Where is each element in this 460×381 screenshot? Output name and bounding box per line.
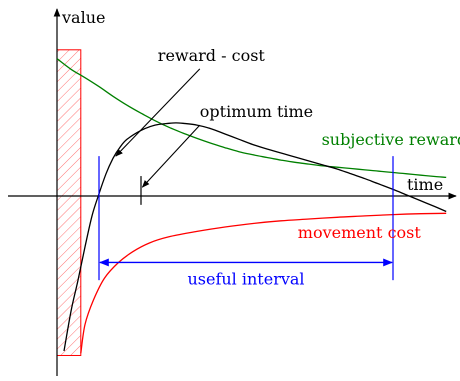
pointer-optimum-time xyxy=(141,124,201,188)
label-reward-cost: reward - cost xyxy=(158,46,266,65)
axes-group xyxy=(8,8,457,376)
useful-interval-group: useful interval xyxy=(98,156,394,288)
x-axis-label: time xyxy=(407,175,443,194)
series-line-movement-cost xyxy=(80,212,447,354)
series-line-subjective-reward xyxy=(56,58,447,179)
label-subjective-reward: subjective reward xyxy=(322,130,460,149)
useful-interval-label: useful interval xyxy=(187,269,304,288)
pointer-reward-cost xyxy=(115,68,201,157)
hatched-bar xyxy=(56,49,82,356)
label-movement-cost: movement cost xyxy=(298,223,422,242)
annotation-labels-group: reward - cost optimum time subjective rewa… xyxy=(115,46,460,242)
y-axis-label: value xyxy=(61,8,105,27)
series-line-reward-cost xyxy=(63,122,447,352)
hatched-bar-group xyxy=(56,49,82,356)
series-group xyxy=(56,58,447,354)
label-optimum-time: optimum time xyxy=(200,102,313,121)
